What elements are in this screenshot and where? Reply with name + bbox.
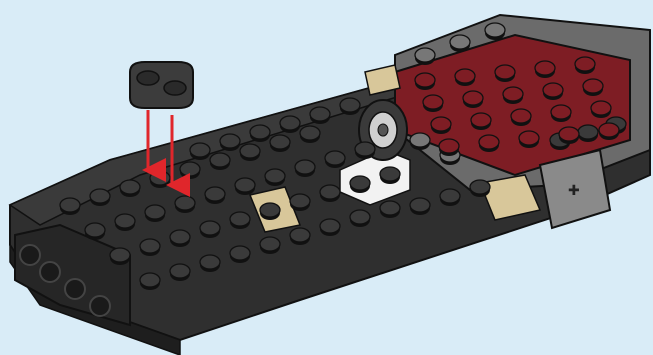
stud <box>450 35 470 52</box>
stud <box>290 194 310 211</box>
stud <box>205 187 225 204</box>
stud <box>140 273 160 290</box>
stud <box>90 189 110 206</box>
red-stud <box>431 117 451 134</box>
stud <box>170 264 190 281</box>
stud <box>200 221 220 238</box>
stud <box>325 151 345 168</box>
stud <box>350 210 370 227</box>
stud <box>175 196 195 213</box>
red-stud <box>551 105 571 122</box>
stud <box>150 171 170 188</box>
stud <box>300 126 320 143</box>
stud <box>470 180 490 197</box>
stud <box>85 223 105 240</box>
stud <box>190 143 210 160</box>
stud <box>235 178 255 195</box>
red-stud <box>479 135 499 152</box>
stud <box>110 248 130 265</box>
stud <box>340 98 360 115</box>
stud <box>410 133 430 150</box>
red-stud <box>543 83 563 100</box>
stud <box>295 160 315 177</box>
red-stud <box>559 127 579 144</box>
stud <box>310 107 330 124</box>
stud <box>440 189 460 206</box>
stud <box>230 212 250 229</box>
stud <box>260 203 280 220</box>
red-stud <box>471 113 491 130</box>
stud <box>415 48 435 65</box>
stud <box>290 228 310 245</box>
stud <box>350 176 370 193</box>
stud <box>260 237 280 254</box>
stud <box>265 169 285 186</box>
red-stud <box>519 131 539 148</box>
stud <box>578 125 598 142</box>
stud <box>170 230 190 247</box>
stud <box>320 185 340 202</box>
red-stud <box>591 101 611 118</box>
stud <box>180 162 200 179</box>
stud <box>145 205 165 222</box>
red-stud <box>439 139 459 156</box>
stud <box>115 214 135 231</box>
stud <box>380 167 400 184</box>
stud <box>230 246 250 263</box>
red-stud <box>583 79 603 96</box>
stud <box>220 134 240 151</box>
stud <box>200 255 220 272</box>
red-stud <box>599 123 619 140</box>
red-stud <box>495 65 515 82</box>
stud <box>485 23 505 40</box>
red-stud <box>511 109 531 126</box>
stud <box>270 135 290 152</box>
svg-text:✚: ✚ <box>568 183 580 199</box>
stud <box>280 116 300 133</box>
red-stud <box>463 91 483 108</box>
red-stud <box>455 69 475 86</box>
stud <box>320 219 340 236</box>
red-stud <box>535 61 555 78</box>
stud <box>355 142 375 159</box>
stud <box>410 198 430 215</box>
stud <box>120 180 140 197</box>
new-part-plate-1x2 <box>130 62 193 108</box>
red-stud <box>503 87 523 104</box>
red-stud <box>423 95 443 112</box>
stud <box>140 239 160 256</box>
stud <box>210 153 230 170</box>
stud <box>380 201 400 218</box>
stud <box>250 125 270 142</box>
stud <box>240 144 260 161</box>
red-stud <box>415 73 435 90</box>
red-stud <box>575 57 595 74</box>
stud <box>60 198 80 215</box>
